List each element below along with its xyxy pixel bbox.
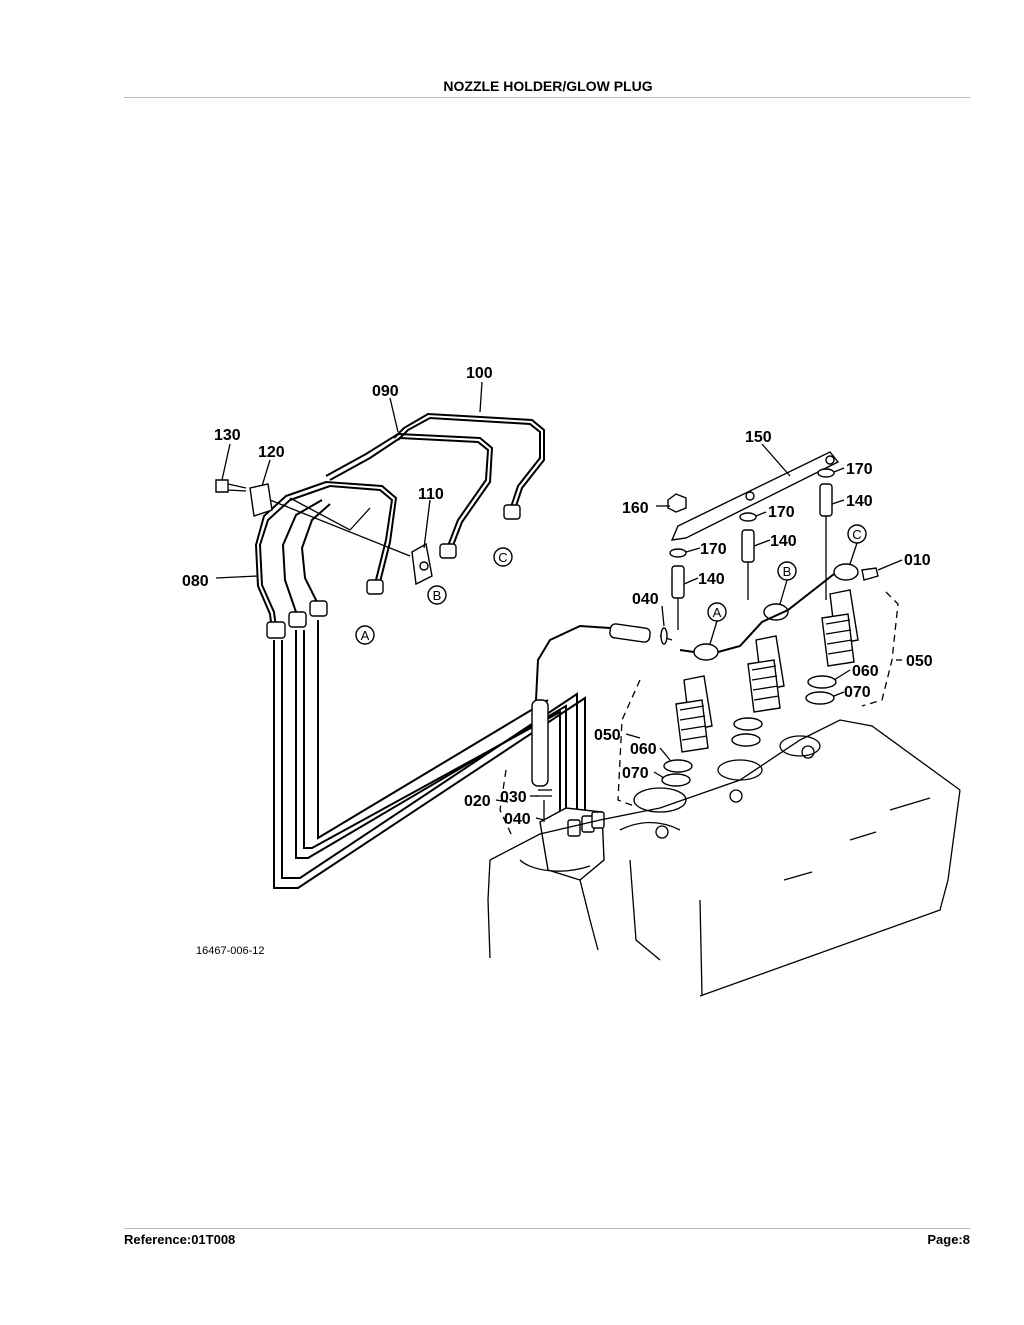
callout-090: 090 [372, 383, 399, 400]
pipe-nut [266, 504, 521, 639]
callout-020: 020 [464, 793, 491, 810]
injection-pipe-090 [325, 432, 494, 549]
callout-100: 100 [466, 365, 493, 382]
washer-170 [669, 468, 835, 558]
callout-170: 170 [768, 504, 795, 521]
glow-plug-140 [671, 483, 833, 630]
callout-030: 030 [500, 789, 527, 806]
hose-clip-040 [660, 627, 668, 645]
callout-080: 080 [182, 573, 209, 590]
connection-mark-c: C [852, 527, 861, 542]
connection-mark-b: B [433, 588, 442, 603]
callout-070: 070 [844, 684, 871, 701]
leak-off-pipe-010 [679, 563, 879, 661]
callout-140: 140 [846, 493, 873, 510]
connection-mark-circles [355, 524, 867, 645]
injection-pipe-080 [254, 480, 398, 631]
callout-060: 060 [852, 663, 879, 680]
callout-040: 040 [504, 811, 531, 828]
nut-160 [667, 493, 687, 513]
connection-mark-c: C [498, 550, 507, 565]
injection-pipe-100 [393, 412, 545, 513]
injection-pipe-return [273, 620, 586, 889]
connection-mark-a: A [361, 628, 370, 643]
callout-120: 120 [258, 444, 285, 461]
callout-010: 010 [904, 552, 931, 569]
callout-040: 040 [632, 591, 659, 608]
clamp-plate [249, 483, 273, 517]
connection-mark-b: B [783, 564, 792, 579]
page-title: NOZZLE HOLDER/GLOW PLUG [443, 78, 653, 94]
callout-050: 050 [906, 653, 933, 670]
return-hose [531, 623, 673, 787]
footer-divider [124, 1228, 970, 1229]
nozzle-holder-050 [675, 589, 859, 753]
callout-160: 160 [622, 500, 649, 517]
page-number: Page:8 [927, 1232, 970, 1247]
cylinder-head [487, 719, 961, 997]
callout-170: 170 [846, 461, 873, 478]
callout-140: 140 [698, 571, 725, 588]
callout-130: 130 [214, 427, 241, 444]
callout-060: 060 [630, 741, 657, 758]
callout-170: 170 [700, 541, 727, 558]
callout-070: 070 [622, 765, 649, 782]
assembly-bracket [499, 591, 899, 837]
gasket-060-070 [661, 675, 837, 787]
clamp-bolt [215, 479, 247, 493]
callout-leaders [215, 381, 903, 821]
pipe-clamp [269, 497, 433, 586]
callout-110: 110 [418, 486, 444, 503]
callout-150: 150 [745, 429, 772, 446]
drawing-number: 16467-006-12 [196, 945, 265, 957]
callout-140: 140 [770, 533, 797, 550]
reference-label: Reference:01T008 [124, 1232, 236, 1247]
injection-pump [536, 789, 605, 881]
callout-050: 050 [594, 727, 621, 744]
header-divider [124, 97, 970, 98]
glow-plug-lead-150 [670, 451, 840, 541]
connection-mark-a: A [713, 605, 722, 620]
